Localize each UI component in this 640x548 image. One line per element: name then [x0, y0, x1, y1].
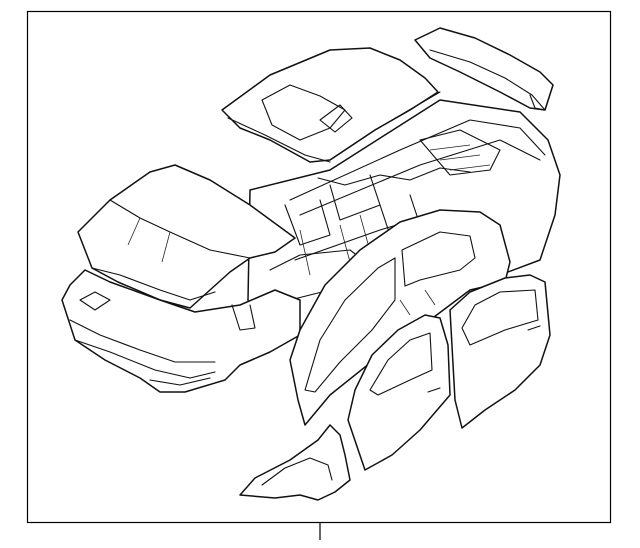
roof: [221, 47, 441, 163]
front-door: [347, 314, 451, 471]
trunk-lid: [414, 27, 554, 111]
rear-door: [449, 274, 551, 429]
fender: [239, 424, 351, 501]
bodyside: [289, 209, 511, 426]
hood: [77, 164, 296, 309]
